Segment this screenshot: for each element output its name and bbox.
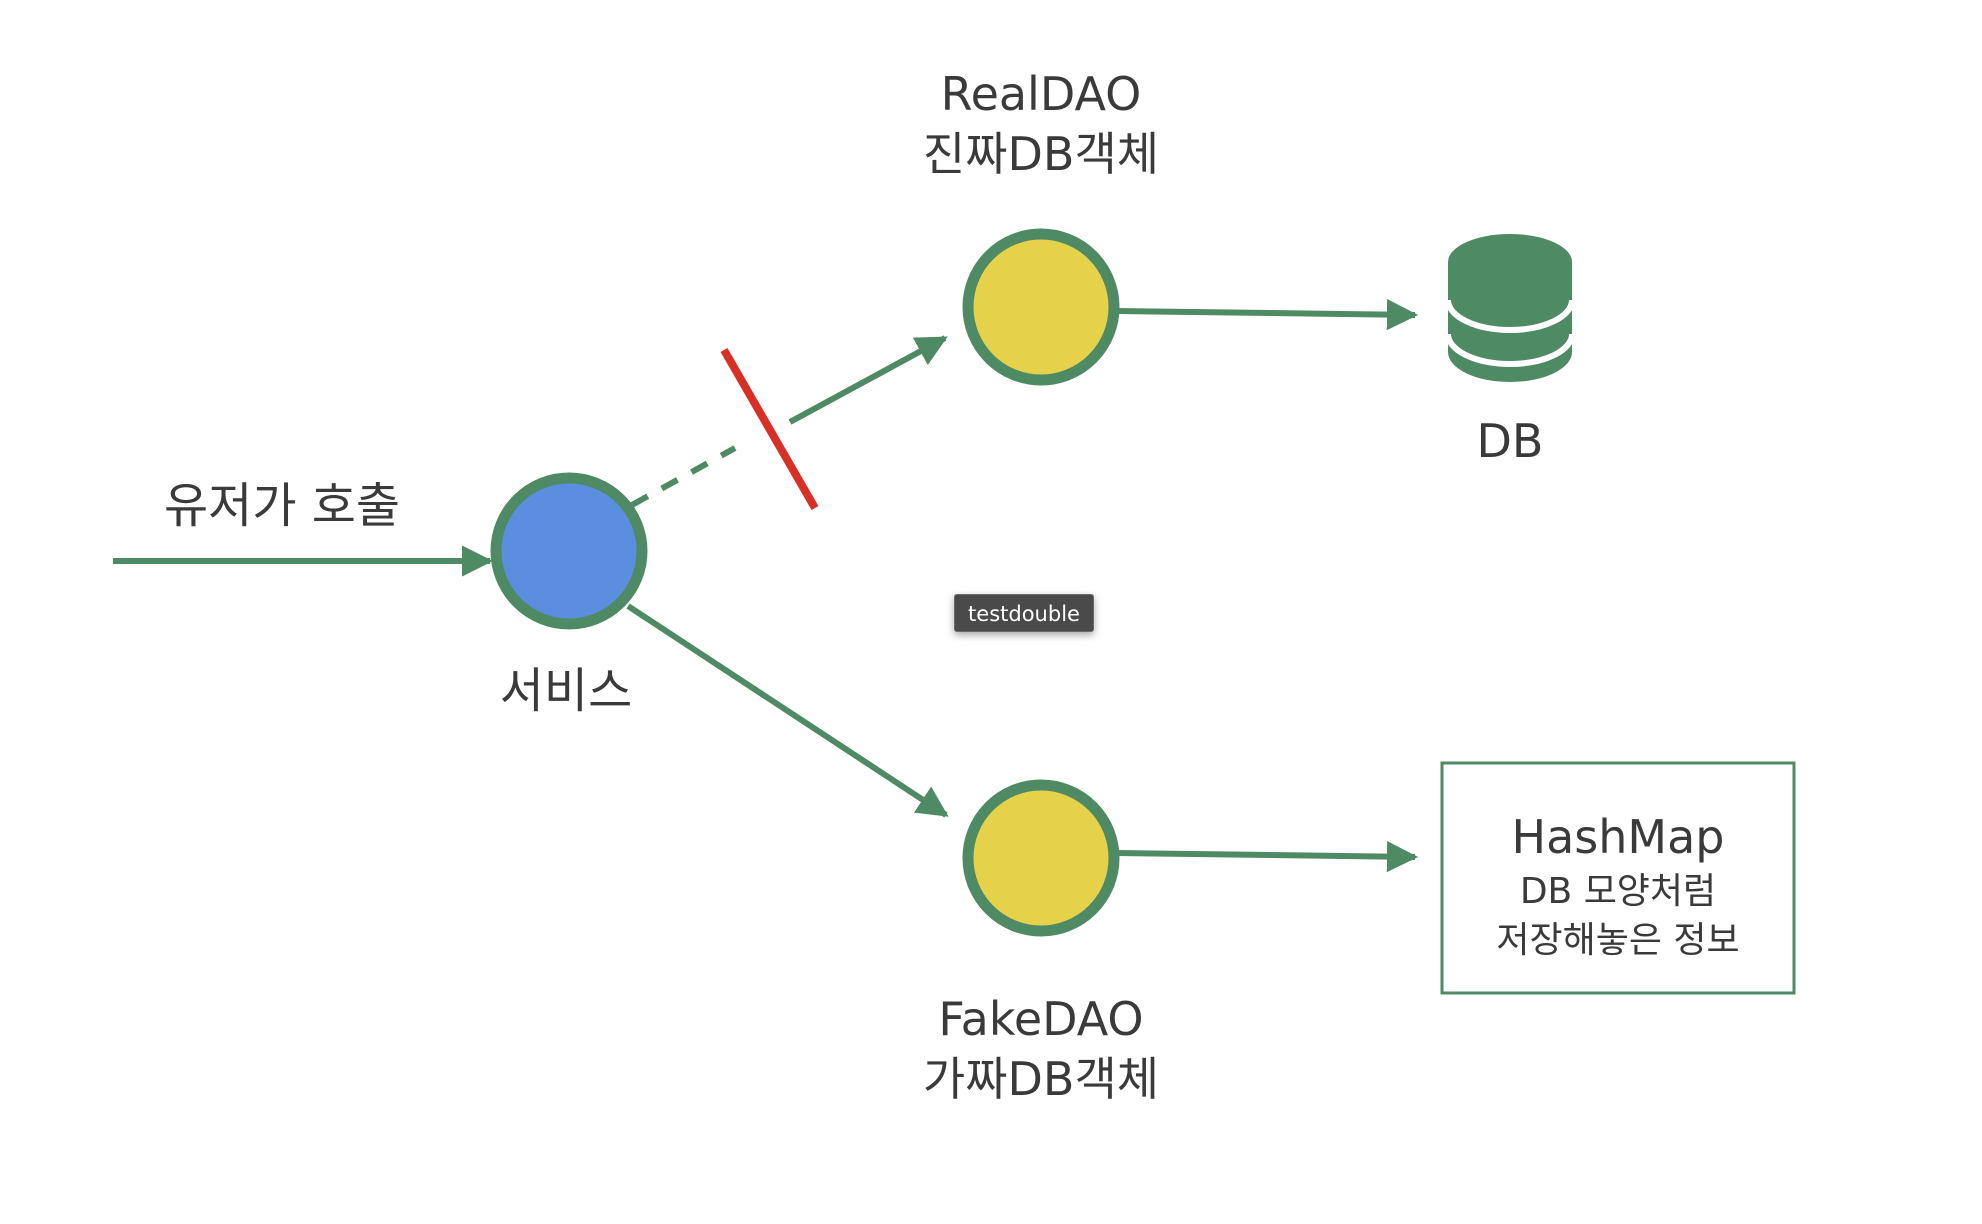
service-to-real-arrow [788,335,948,425]
hashmap-title: HashMap [1512,810,1725,864]
blocked-connection-mark [720,348,819,510]
testdouble-tooltip: testdouble [954,594,1094,632]
database-icon [1445,234,1575,382]
fake-to-hashmap-arrow [1117,841,1419,873]
service-to-real-dashed [630,445,737,508]
fake-dao-name: FakeDAO [938,992,1143,1046]
user-call-label: 유저가 호출 [164,478,400,534]
fake-dao-node [962,779,1120,937]
service-node [490,472,648,630]
db-label: DB [1477,414,1544,468]
hashmap-line1: DB 모양처럼 [1520,871,1716,912]
service-to-fake-arrow [626,603,949,818]
real-to-db-arrow [1117,299,1419,331]
real-dao-node [962,228,1120,386]
fake-dao-desc: 가짜DB객체 [923,1052,1159,1106]
service-label: 서비스 [500,663,632,719]
real-dao-name: RealDAO [941,67,1142,121]
hashmap-box [1440,761,1796,995]
real-dao-desc: 진짜DB객체 [923,127,1159,181]
hashmap-line2: 저장해놓은 정보 [1496,920,1739,961]
